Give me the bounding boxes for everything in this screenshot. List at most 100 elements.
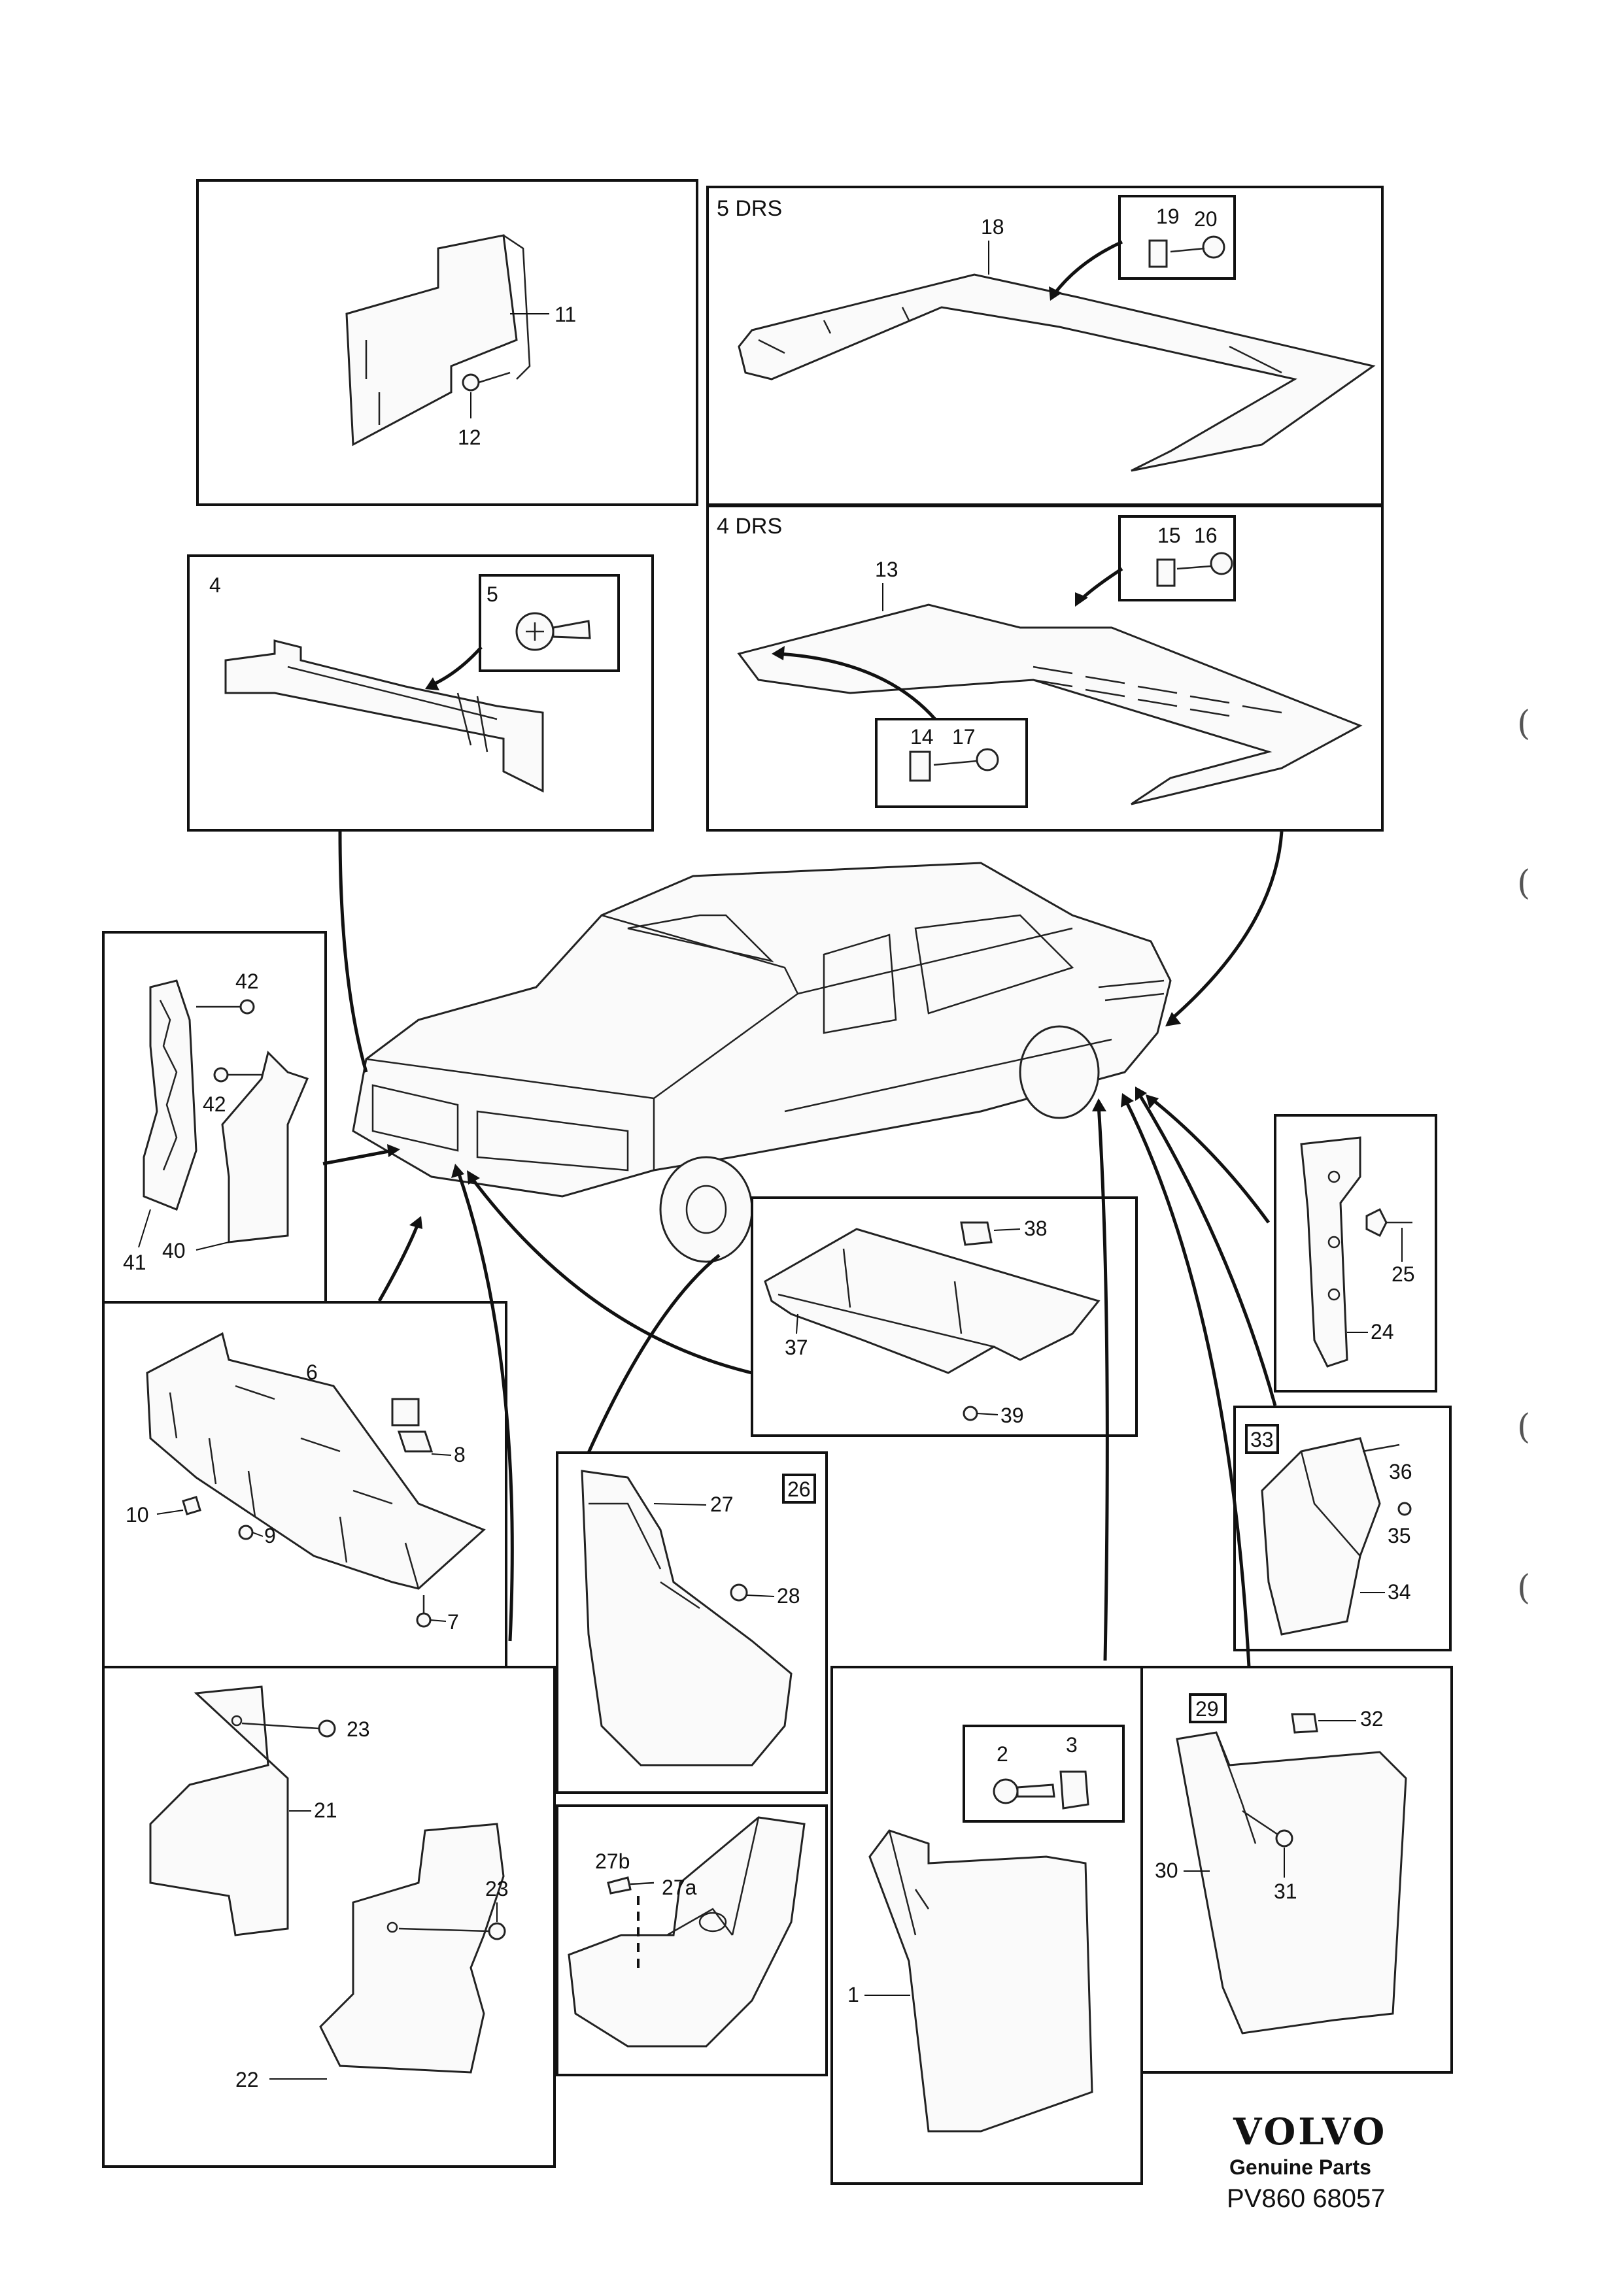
tag-29: 29 xyxy=(1195,1697,1219,1721)
detail-box-5 xyxy=(479,574,620,672)
callout-7: 7 xyxy=(447,1610,459,1634)
panel-frame xyxy=(706,505,1384,832)
panel-frame xyxy=(187,554,654,832)
panel-bracket-37: 38 37 39 xyxy=(751,1196,1138,1437)
callout-23: 23 xyxy=(347,1717,370,1741)
callout-41: 41 xyxy=(123,1251,146,1274)
margin-marks: ( ( ( ( xyxy=(1517,704,1530,1608)
callout-32: 32 xyxy=(1360,1707,1384,1730)
bracket-6-drawing xyxy=(146,1332,486,1590)
vent-slots xyxy=(1033,666,1282,717)
callout-21: 21 xyxy=(314,1798,337,1822)
callout-22: 22 xyxy=(235,2068,259,2091)
panel-header: 4 DRS xyxy=(717,514,782,539)
callout-25: 25 xyxy=(1392,1262,1415,1286)
bracket-4-drawing xyxy=(224,639,544,793)
callout-27a: 27a xyxy=(662,1876,697,1899)
shield-22-drawing xyxy=(319,1823,505,2074)
mudflap-27-drawing xyxy=(581,1470,793,1766)
callout-13: 13 xyxy=(875,558,898,581)
panel-5-door: 5 DRS 18 19 20 xyxy=(706,186,1384,506)
rear-apron-5drs-drawing xyxy=(738,273,1376,472)
panel-bracket-40: 42 42 41 40 xyxy=(102,931,327,1304)
callout-28: 28 xyxy=(777,1584,800,1608)
callout-1: 1 xyxy=(847,1983,859,2006)
callout-14: 14 xyxy=(910,725,934,749)
tag-33: 33 xyxy=(1250,1428,1274,1451)
panel-mudflap-29: 29 32 30 31 xyxy=(1140,1666,1453,2074)
detail-box-19-20 xyxy=(1118,195,1236,280)
connector-arrows xyxy=(322,831,1284,1668)
car-illustration xyxy=(352,862,1172,1263)
callout-35: 35 xyxy=(1388,1524,1411,1547)
panel-4-door: 4 DRS 13 15 16 14 17 xyxy=(706,505,1384,832)
panel-frame xyxy=(556,1804,828,2076)
callout-40: 40 xyxy=(162,1239,186,1262)
mudflap-34-drawing xyxy=(1261,1437,1381,1636)
panel-frame xyxy=(1233,1406,1452,1651)
callout-12: 12 xyxy=(458,426,481,449)
panel-frame xyxy=(196,179,698,506)
bracket-11-drawing xyxy=(345,234,518,447)
panel-frame xyxy=(1140,1666,1453,2074)
callout-8: 8 xyxy=(454,1443,466,1466)
panel-frame xyxy=(556,1451,828,1794)
panel-bracket-4: 4 5 xyxy=(187,554,654,832)
margin-mark: ( xyxy=(1517,1568,1530,1608)
callout-31: 31 xyxy=(1274,1880,1297,1903)
callout-27: 27 xyxy=(710,1493,734,1516)
panel-trim-24: 25 24 xyxy=(1274,1114,1437,1393)
callout-2: 2 xyxy=(997,1742,1008,1766)
callout-42: 42 xyxy=(235,970,259,993)
front-wheel xyxy=(659,1156,753,1263)
callout-4: 4 xyxy=(209,573,221,597)
detail-box-15-16 xyxy=(1118,515,1236,601)
callout-42: 42 xyxy=(203,1092,226,1116)
callout-30: 30 xyxy=(1155,1859,1178,1882)
callout-11: 11 xyxy=(555,303,576,326)
volvo-logo: VOLVO xyxy=(1233,2110,1387,2153)
panel-shields-21-22: 23 21 23 22 xyxy=(102,1666,556,2168)
bracket-40-drawing xyxy=(221,1051,309,1243)
detail-box-2-3 xyxy=(963,1725,1125,1823)
bracket-37-drawing xyxy=(764,1228,1101,1374)
shield-21-drawing xyxy=(149,1685,289,1936)
margin-mark: ( xyxy=(1517,1408,1530,1447)
panel-mudflap-27a: 27b 27a xyxy=(556,1804,828,2076)
callout-6: 6 xyxy=(306,1360,318,1384)
callout-24: 24 xyxy=(1371,1320,1394,1343)
panel-bracket-11: 11 12 xyxy=(196,179,698,506)
tag-box xyxy=(782,1474,816,1504)
car-body xyxy=(352,862,1172,1198)
panel-mudflap-1: 2 3 1 xyxy=(830,1666,1143,2185)
rear-wheel xyxy=(1019,1025,1100,1119)
callout-17: 17 xyxy=(952,725,976,749)
panel-frame xyxy=(102,1666,556,2168)
callout-37: 37 xyxy=(785,1336,808,1359)
callout-23: 23 xyxy=(485,1877,509,1900)
part-number: PV860 68057 xyxy=(1227,2184,1385,2213)
mudflap-1-drawing xyxy=(868,1829,1093,2133)
callout-15: 15 xyxy=(1157,524,1181,547)
callout-9: 9 xyxy=(264,1524,276,1547)
callout-3: 3 xyxy=(1066,1733,1078,1757)
panel-bracket-6: 6 8 10 9 7 xyxy=(102,1301,507,1668)
margin-mark: ( xyxy=(1517,864,1530,903)
panel-frame xyxy=(751,1196,1138,1437)
callout-38: 38 xyxy=(1024,1217,1048,1240)
callout-36: 36 xyxy=(1389,1460,1412,1483)
trim-24-drawing xyxy=(1300,1136,1361,1368)
callout-19: 19 xyxy=(1156,205,1180,228)
panel-frame xyxy=(102,931,327,1304)
panel-frame xyxy=(1274,1114,1437,1393)
brand-block: VOLVO Genuine Parts PV860 68057 xyxy=(1227,2110,1387,2213)
panel-mudflap-33: 33 36 35 34 xyxy=(1233,1406,1452,1651)
rear-apron-4drs-drawing xyxy=(737,603,1363,805)
callout-20: 20 xyxy=(1194,207,1218,231)
margin-mark: ( xyxy=(1517,704,1530,743)
detail-box-14-17 xyxy=(875,718,1028,808)
tag-26: 26 xyxy=(787,1477,811,1501)
panel-mudflap-26: 26 27 28 xyxy=(556,1451,828,1794)
callout-39: 39 xyxy=(1000,1404,1024,1427)
